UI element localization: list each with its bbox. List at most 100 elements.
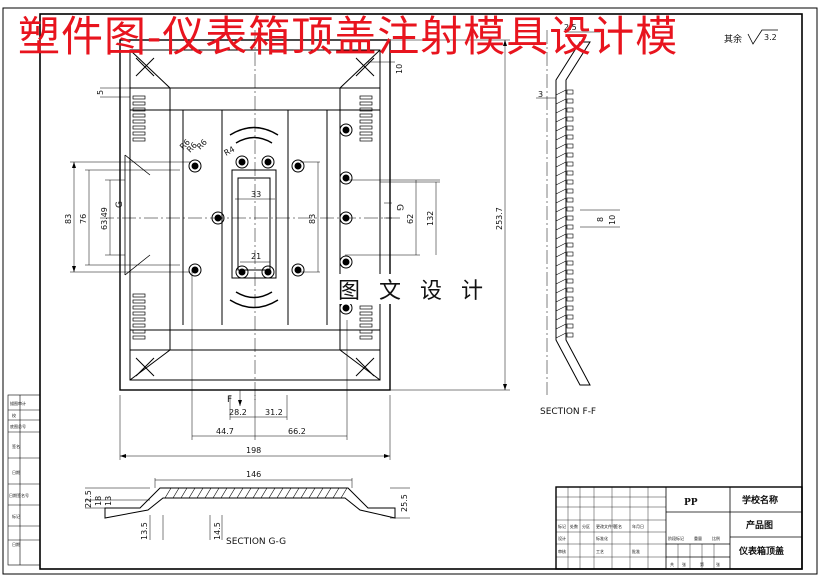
hatch-line: [555, 278, 567, 285]
vent-slot: [132, 299, 146, 304]
dim-66-2: 66.2: [288, 427, 306, 436]
boss-outer: [188, 159, 202, 173]
hatch-line: [316, 487, 324, 499]
hatch-line: [252, 487, 260, 499]
left-strip-cell: 签名: [12, 443, 20, 449]
center-lines: [100, 30, 400, 400]
vent-slot: [359, 119, 373, 124]
vent-slot: [359, 125, 373, 130]
hatch-line: [228, 487, 236, 499]
vent-slot: [359, 311, 373, 316]
vent-slot: [359, 113, 373, 118]
hatch-line: [172, 487, 180, 499]
hatch-line: [555, 314, 567, 321]
rib: [566, 260, 574, 266]
boss-inner: [238, 268, 246, 276]
title-block-row4-cell: 共: [670, 561, 674, 567]
vent-slot: [132, 311, 146, 316]
hatch-line: [340, 487, 348, 499]
hatch-line: [555, 107, 567, 114]
boss-inner: [294, 162, 302, 170]
vent-slot: [359, 101, 373, 106]
vent-slot: [132, 119, 146, 124]
boss-outer: [339, 255, 353, 269]
watermark-text: 图 文 设 计: [338, 279, 489, 304]
hatch-line: [220, 487, 228, 499]
dim-21: 21: [251, 252, 261, 261]
rib: [566, 332, 574, 338]
hatch-line: [180, 487, 188, 499]
school-name: 学校名称: [742, 494, 778, 506]
rib: [566, 98, 574, 104]
rib: [566, 287, 574, 293]
dim-10b: 10: [608, 215, 617, 225]
rib: [566, 188, 574, 194]
vent-slot: [132, 335, 146, 340]
vent-slot: [359, 323, 373, 328]
boss-outer: [261, 155, 275, 169]
rib: [566, 224, 574, 230]
rib: [566, 251, 574, 257]
rib: [566, 323, 574, 329]
dim-8: 8: [596, 217, 605, 222]
hatch-line: [555, 170, 567, 177]
hatch-line: [555, 188, 567, 195]
boss-inner: [238, 158, 246, 166]
dim-10: 10: [395, 64, 404, 74]
dim-r4: R4: [223, 145, 237, 158]
rib: [566, 170, 574, 176]
section-gg-view: [85, 478, 410, 540]
hatch-line: [555, 116, 567, 123]
rib: [566, 152, 574, 158]
hatch-line: [164, 487, 172, 499]
boss-outer: [339, 171, 353, 185]
title-block-text: 标记处数分区更改文件号签名年月日设计标准化阶段标记重量比例审核工艺批准共张第张: [558, 523, 720, 567]
vent-slot: [359, 329, 373, 334]
hatch-line: [212, 487, 220, 499]
dim-13-5: 13.5: [140, 522, 149, 540]
vent-slot: [359, 131, 373, 136]
boss-outer: [235, 155, 249, 169]
hatch-line: [204, 487, 212, 499]
left-strip-cell: 校: [12, 412, 16, 418]
drawing-frame: [39, 13, 803, 570]
vent-slot: [132, 101, 146, 106]
title-block-row2-cell: 设计: [558, 535, 566, 541]
boss-outer: [235, 265, 249, 279]
boss-outer: [339, 123, 353, 137]
dimension-arrows: [72, 40, 507, 458]
hatch-line: [555, 224, 567, 231]
boss-inner: [191, 266, 199, 274]
dim-5: 5: [96, 90, 105, 95]
hatch-line: [555, 206, 567, 213]
hatch-line: [188, 487, 196, 499]
title-block-row2-cell: 重量: [694, 535, 702, 541]
hatch-line: [555, 125, 567, 132]
boss-outer: [291, 263, 305, 277]
vent-slot: [132, 293, 146, 298]
title-block-row2-cell: 标准化: [596, 535, 608, 541]
title-block-row4-cell: 张: [716, 561, 720, 567]
vent-slot: [132, 137, 146, 142]
hatch-line: [324, 487, 332, 499]
boss-outer: [291, 159, 305, 173]
dim-3: 3: [538, 90, 543, 99]
dim-25-5: 25.5: [400, 494, 409, 512]
dim-33: 33: [251, 190, 261, 199]
hatch-line: [276, 487, 284, 499]
rib: [566, 233, 574, 239]
boss-inner: [264, 158, 272, 166]
title-block-row3-cell: 审核: [558, 548, 566, 554]
hatch-line: [555, 296, 567, 303]
vent-slot: [132, 125, 146, 130]
dim-2-5: 2.5: [564, 23, 577, 32]
boss-outer: [261, 265, 275, 279]
vent-slot: [359, 137, 373, 142]
roughness-symbol: [747, 29, 778, 45]
boss-inner: [191, 162, 199, 170]
vent-slot: [132, 95, 146, 100]
hatch-line: [260, 487, 268, 499]
left-strip-cell: 日期签名号: [9, 492, 29, 498]
section-gg-hatching: [164, 487, 348, 499]
vent-slot: [132, 107, 146, 112]
